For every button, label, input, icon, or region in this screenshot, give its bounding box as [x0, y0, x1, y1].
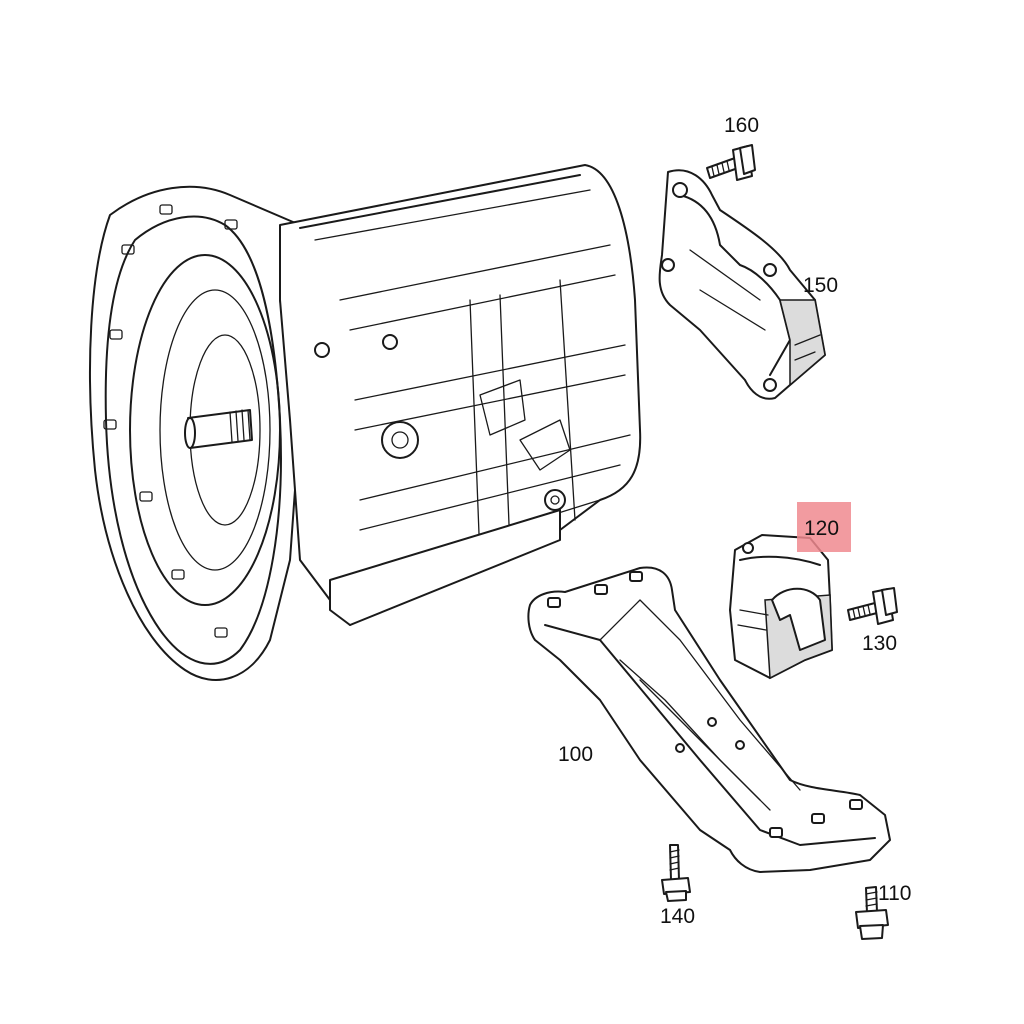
- label-120: 120: [804, 517, 839, 540]
- bolt-110: [855, 886, 889, 940]
- label-130: 130: [862, 632, 897, 655]
- label-150: 150: [803, 274, 838, 297]
- label-110: 110: [878, 882, 911, 905]
- engine-mount-120: [729, 534, 833, 680]
- input-shaft: [184, 409, 253, 449]
- label-160: 160: [724, 114, 759, 137]
- bolt-130: [847, 587, 898, 625]
- bracket-150: [658, 169, 826, 400]
- label-140: 140: [660, 905, 695, 928]
- label-100: 100: [558, 743, 593, 766]
- crossmember-holes: [547, 571, 863, 838]
- crossmember-100: [527, 566, 891, 873]
- highlight-box-120: [797, 502, 851, 552]
- bolt-160: [706, 144, 756, 181]
- bolt-140: [661, 844, 691, 902]
- transmission-assembly: [89, 164, 642, 681]
- part-labels: 160 150 120 130 100 140 110: [558, 114, 911, 928]
- flange-holes: [103, 204, 238, 638]
